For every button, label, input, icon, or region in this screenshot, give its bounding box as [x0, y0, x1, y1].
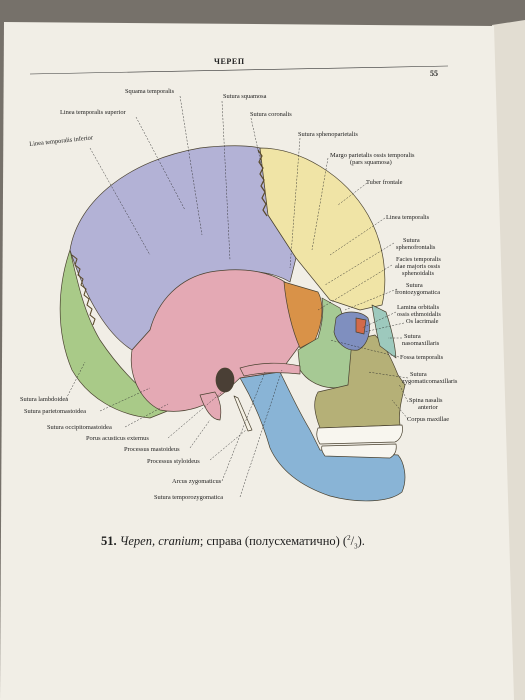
lambdoid-suture-line [71, 254, 96, 326]
running-head-title: ЧЕРЕП [214, 57, 245, 66]
coronal-suture-line [257, 149, 268, 217]
nasal-bone [371, 304, 397, 359]
label-facies-temporalis-2: alae majoris ossis [395, 263, 441, 270]
figure-number: 51. [101, 534, 117, 549]
label-spina-nasalis-1: Spina nasalis [409, 397, 443, 404]
page-number: 55 [430, 69, 438, 78]
label-sutura-zygomaticomaxillaris-2: zygomaticomaxillaris [402, 378, 458, 385]
caption-italic-title: Череп, cranium [119, 534, 200, 549]
label-sutura-coronalis: Sutura coronalis [250, 111, 292, 118]
label-os-lacrimale: Os lacrimale [406, 318, 439, 325]
external-acoustic-meatus [215, 367, 235, 393]
ratio-numerator: 2 [347, 534, 351, 542]
label-facies-temporalis-1: Facies temporalis [396, 256, 441, 263]
styloid-process [233, 395, 253, 432]
lacrimal-bone [355, 317, 367, 335]
label-sutura-zygomaticomaxillaris-1: Sutura [410, 371, 427, 378]
label-linea-temporalis-superior: Linea temporalis superior [60, 109, 126, 116]
label-sutura-temporozygomatica: Sutura temporozygomatica [154, 494, 224, 501]
temporal-bone [130, 269, 301, 412]
mandible-bone [239, 371, 406, 502]
upper-teeth [316, 424, 403, 445]
label-sutura-nasomaxillaris-2: nasomaxillaris [402, 340, 440, 347]
ratio-denominator: 3 [354, 542, 358, 551]
label-porus-acusticus: Porus acusticus externus [86, 435, 149, 442]
book-right-edge [492, 20, 525, 700]
label-sutura-sphenoparietalis: Sutura sphenoparietalis [298, 131, 358, 138]
figure-caption: 51. Череп, cranium; справа (полусхематич… [101, 534, 365, 551]
label-facies-temporalis-3: sphenoidalis [402, 270, 434, 277]
label-linea-temporalis: Linea temporalis [386, 214, 430, 221]
caption-text: ; справа (полусхематично) ( [199, 534, 348, 549]
skull-drawing [59, 145, 406, 502]
label-sutura-sphenofrontalis-2: sphenofrontalis [396, 244, 436, 251]
header-rule [29, 65, 449, 75]
label-lamina-orbitalis-2: ossis ethmoidalis [397, 311, 441, 318]
label-pars-squamosa: (pars squamosa) [350, 159, 392, 166]
label-spina-nasalis-2: anterior [418, 404, 438, 411]
label-sutura-nasomaxillaris-1: Sutura [404, 333, 421, 340]
label-sutura-lambdoidea: Sutura lambdoidea [20, 396, 69, 403]
label-lamina-orbitalis-1: Lamina orbitalis [397, 304, 440, 311]
label-tuber-frontale: Tuber frontale [366, 179, 403, 186]
label-corpus-maxillae: Corpus maxillae [407, 416, 450, 423]
zygomatic-arch [239, 362, 301, 377]
caption-end: ). [357, 534, 365, 549]
label-sutura-occipitomastoidea: Sutura occipitomastoidea [47, 424, 112, 431]
label-sutura-frontozygomatica-2: frontozygomatica [395, 289, 441, 296]
label-processus-mastoideus: Processus mastoideus [124, 446, 180, 453]
occipital-bone [59, 249, 171, 419]
lower-teeth [321, 443, 397, 459]
label-sutura-frontozygomatica-1: Sutura [406, 282, 423, 289]
label-sutura-parietomastoidea: Sutura parietomastoidea [24, 408, 86, 415]
label-sutura-squamosa: Sutura squamosa [223, 93, 267, 100]
mastoid-process [199, 391, 222, 421]
label-squama-temporalis: Squama temporalis [125, 88, 175, 95]
frontal-bone [259, 147, 386, 311]
label-sutura-sphenofrontalis-1: Sutura [403, 237, 420, 244]
label-fossa-temporalis: Fossa temporalis [400, 354, 444, 361]
maxilla-bone [314, 334, 406, 429]
label-margo-parietalis: Margo parietalis ossis temporalis [330, 152, 415, 159]
leader-lines [65, 95, 409, 498]
label-arcus-zygomaticus: Arcus zygomaticus [172, 478, 222, 485]
label-processus-styloideus: Processus styloideus [147, 458, 200, 465]
